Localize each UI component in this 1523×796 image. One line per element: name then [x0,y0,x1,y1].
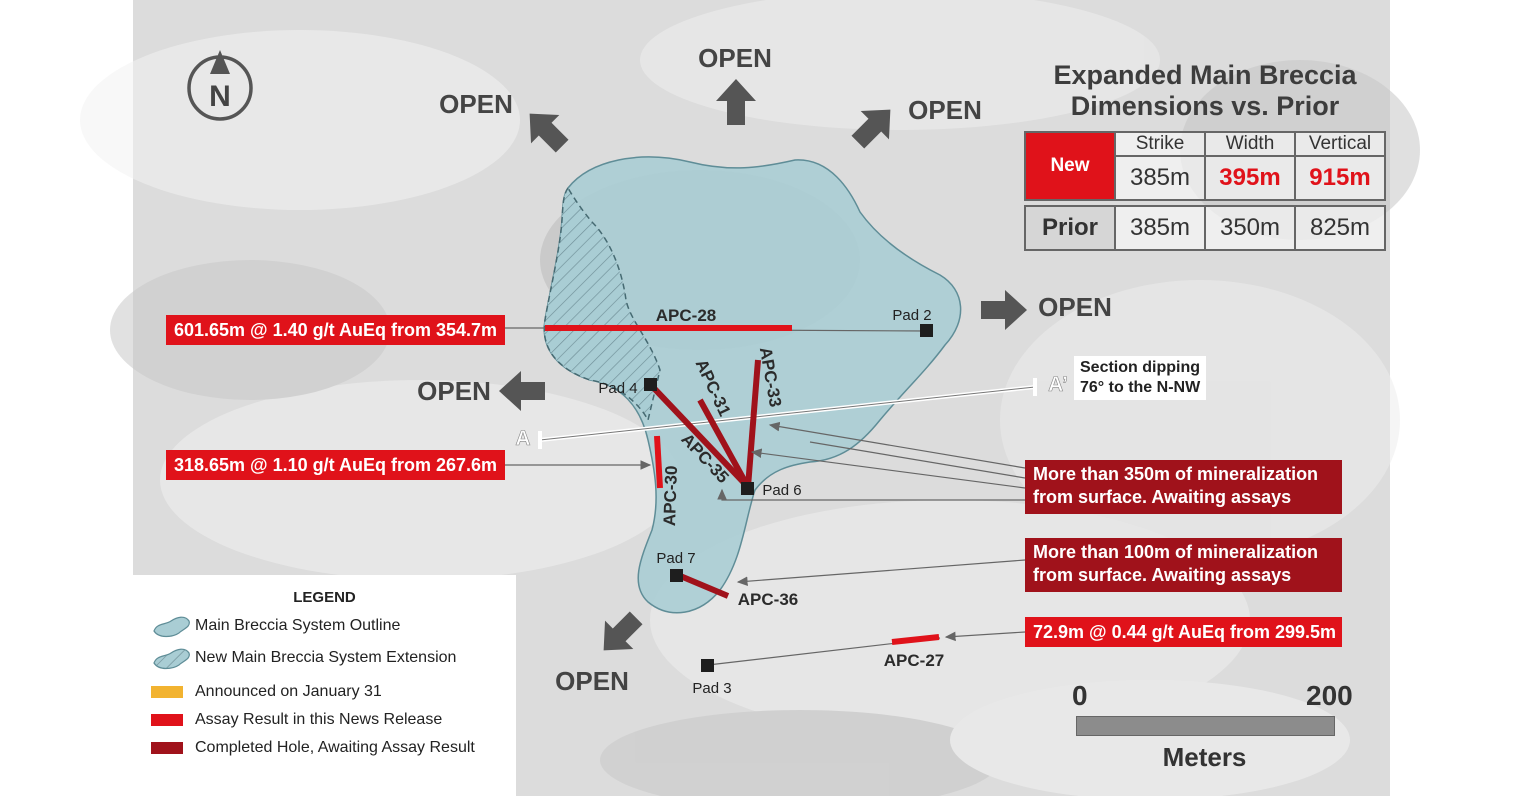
drill-pads [644,324,933,672]
drill-holes [544,325,941,666]
legend-extension-label: New Main Breccia System Extension [195,649,457,666]
scale-bar-graphic [1076,716,1335,736]
col-width-header: Width [1204,131,1296,157]
open-arrow-southwest [603,611,643,651]
dimensions-title: Expanded Main Breccia Dimensions vs. Pri… [1020,60,1390,122]
pad-2-marker [920,324,933,337]
apc-28-label: APC-28 [656,306,716,325]
open-label-northwest: OPEN [439,89,513,119]
awaiting-1-leader-c [750,448,1026,489]
open-label-west: OPEN [417,376,491,406]
apc-36-label: APC-36 [738,590,798,609]
awaiting-1-leader-a [768,421,1026,469]
open-label-northeast: OPEN [908,95,982,125]
apc-30-assay-interval [654,435,663,489]
open-arrows [499,79,1027,651]
awaiting-box-350m-line2: from surface. Awaiting assays [1033,487,1292,507]
col-vertical-header: Vertical [1294,131,1386,157]
awaiting-box-350m-line1: More than 350m of mineralization [1033,464,1319,484]
breccia-extension-area [543,186,661,423]
open-arrow-north [716,79,756,125]
col-strike-header: Strike [1114,131,1206,157]
section-line: A A’ [515,373,1068,451]
awaiting-box-100m: More than 100m of mineralization from su… [1025,538,1342,592]
north-label: N [209,80,231,113]
awaiting-1-leader-d [717,488,1025,501]
awaiting-1-leader-b [809,441,1026,479]
legend: LEGEND Main Breccia System Outline New M… [133,575,516,796]
north-arrow: N [187,50,253,121]
apc-31-hole [697,398,751,489]
breccia-outline-swatch-icon [153,616,190,638]
legend-item-extension: New Main Breccia System Extension [151,645,456,671]
completed-swatch-icon [151,742,183,754]
apc-33-hole [745,359,761,488]
prior-row-label: Prior [1024,205,1116,251]
apc-27-leader [944,631,1026,642]
open-label-north: OPEN [698,43,772,73]
prior-strike-value: 385m [1114,205,1206,251]
dimensions-title-line1: Expanded Main Breccia [1053,60,1357,90]
pad-2-label: Pad 2 [892,307,931,324]
awaiting-box-100m-line1: More than 100m of mineralization [1033,542,1319,562]
new-strike-value: 385m [1114,155,1206,201]
legend-item-assay: Assay Result in this News Release [151,711,442,729]
assay-swatch-icon [151,714,183,726]
new-row-label: New [1024,131,1116,201]
open-arrow-northeast [851,109,891,149]
pad-4-label: Pad 4 [598,380,637,397]
open-label-southwest: OPEN [555,666,629,696]
pad-4-marker [644,378,657,391]
scale-bar: 0 200 Meters [1062,680,1362,780]
legend-assay-label: Assay Result in this News Release [195,711,443,728]
section-note-line2: 76° to the N-NW [1080,379,1201,396]
breccia-extension-swatch-icon [153,648,190,670]
new-vertical-value: 915m [1294,155,1386,201]
prior-width-value: 350m [1204,205,1296,251]
pad-6-label: Pad 6 [762,482,801,499]
pad-7-marker [670,569,683,582]
apc-36-hole [676,572,730,599]
open-arrow-east [981,290,1027,330]
apc-35-hole [647,381,751,490]
legend-outline-label: Main Breccia System Outline [195,617,401,634]
scale-start-label: 0 [1072,680,1088,711]
awaiting-2-leader [736,559,1026,587]
apc-30-result-box: 318.65m @ 1.10 g/t AuEq from 267.6m [166,450,505,480]
pad-7-label: Pad 7 [656,550,695,567]
apc-27-result-box: 72.9m @ 0.44 g/t AuEq from 299.5m [1025,617,1342,647]
pad-3-marker [701,659,714,672]
open-arrow-northwest [529,113,569,153]
section-note-line1: Section dipping [1080,359,1200,376]
scale-end-label: 200 [1306,680,1353,711]
pad-3-label: Pad 3 [692,680,731,697]
announced-swatch-icon [151,686,183,698]
apc-30-label: APC-30 [660,465,681,526]
apc-27-label: APC-27 [884,651,944,670]
awaiting-box-100m-line2: from surface. Awaiting assays [1033,565,1292,585]
legend-title: LEGEND [293,589,356,606]
section-note: Section dipping 76° to the N-NW [1074,356,1207,400]
legend-item-outline: Main Breccia System Outline [151,613,400,639]
section-label-a-prime: A’ [1048,373,1068,396]
dimensions-title-line2: Dimensions vs. Prior [1070,91,1340,121]
awaiting-box-350m: More than 350m of mineralization from su… [1025,460,1342,514]
legend-announced-label: Announced on January 31 [195,683,382,700]
leader-lines [505,327,1026,642]
north-arrow-icon [210,50,230,74]
prior-vertical-value: 825m [1294,205,1386,251]
open-label-east: OPEN [1038,292,1112,322]
section-label-a: A [515,427,530,450]
apc-28-result-box: 601.65m @ 1.40 g/t AuEq from 354.7m [166,315,505,345]
legend-completed-label: Completed Hole, Awaiting Assay Result [195,739,475,756]
legend-item-completed: Completed Hole, Awaiting Assay Result [151,739,475,757]
open-arrow-west [499,371,545,411]
dimensions-table: New Strike Width Vertical 385m 395m 915m… [1024,131,1386,251]
legend-item-announced: Announced on January 31 [151,683,382,701]
new-width-value: 395m [1204,155,1296,201]
apc-27-assay-interval [891,634,940,645]
pad-6-marker [741,482,754,495]
scale-unit-label: Meters [1162,742,1247,772]
